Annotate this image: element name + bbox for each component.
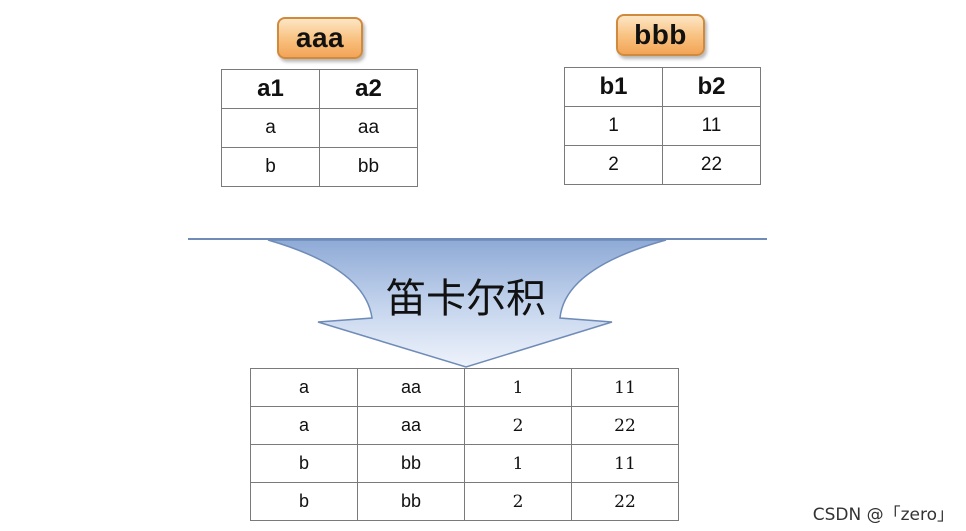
- header-a1: a1: [221, 69, 320, 109]
- table-bbb-label: bbb: [616, 14, 705, 56]
- cell: bb: [319, 147, 418, 187]
- header-b2: b2: [662, 67, 761, 107]
- cell: 2: [464, 406, 572, 445]
- cell: 1: [464, 368, 572, 407]
- cell: 1: [464, 444, 572, 483]
- cell: bb: [357, 444, 465, 483]
- table-row: a aa 2 22: [250, 406, 679, 445]
- cell: 2: [464, 482, 572, 521]
- cell: a: [250, 368, 358, 407]
- header-b1: b1: [564, 67, 663, 107]
- cell: bb: [357, 482, 465, 521]
- cell: aa: [357, 406, 465, 445]
- cell: 22: [571, 482, 679, 521]
- watermark: CSDN @「zero」: [812, 505, 954, 525]
- cell: 11: [571, 368, 679, 407]
- table-bbb: b1 b2 1 11 2 22: [564, 67, 761, 185]
- header-a2: a2: [319, 69, 418, 109]
- cell: 22: [662, 145, 761, 185]
- cell: 22: [571, 406, 679, 445]
- cell: aa: [357, 368, 465, 407]
- cell: 11: [662, 106, 761, 146]
- table-row: b bb 2 22: [250, 482, 679, 521]
- cell: 1: [564, 106, 663, 146]
- cell: b: [250, 444, 358, 483]
- table-row: a aa 1 11: [250, 368, 679, 407]
- operation-label: 笛卡尔积: [386, 276, 546, 322]
- arrow-shape: [267, 239, 667, 368]
- result-table: a aa 1 11 a aa 2 22 b bb 1 11 b bb 2 22: [250, 368, 679, 521]
- cell: b: [221, 147, 320, 187]
- cell: a: [250, 406, 358, 445]
- table-row: b bb 1 11: [250, 444, 679, 483]
- table-aaa-label: aaa: [277, 17, 363, 59]
- cell: aa: [319, 108, 418, 148]
- cell: 11: [571, 444, 679, 483]
- table-aaa: a1 a2 a aa b bb: [221, 69, 418, 187]
- cell: 2: [564, 145, 663, 185]
- cell: b: [250, 482, 358, 521]
